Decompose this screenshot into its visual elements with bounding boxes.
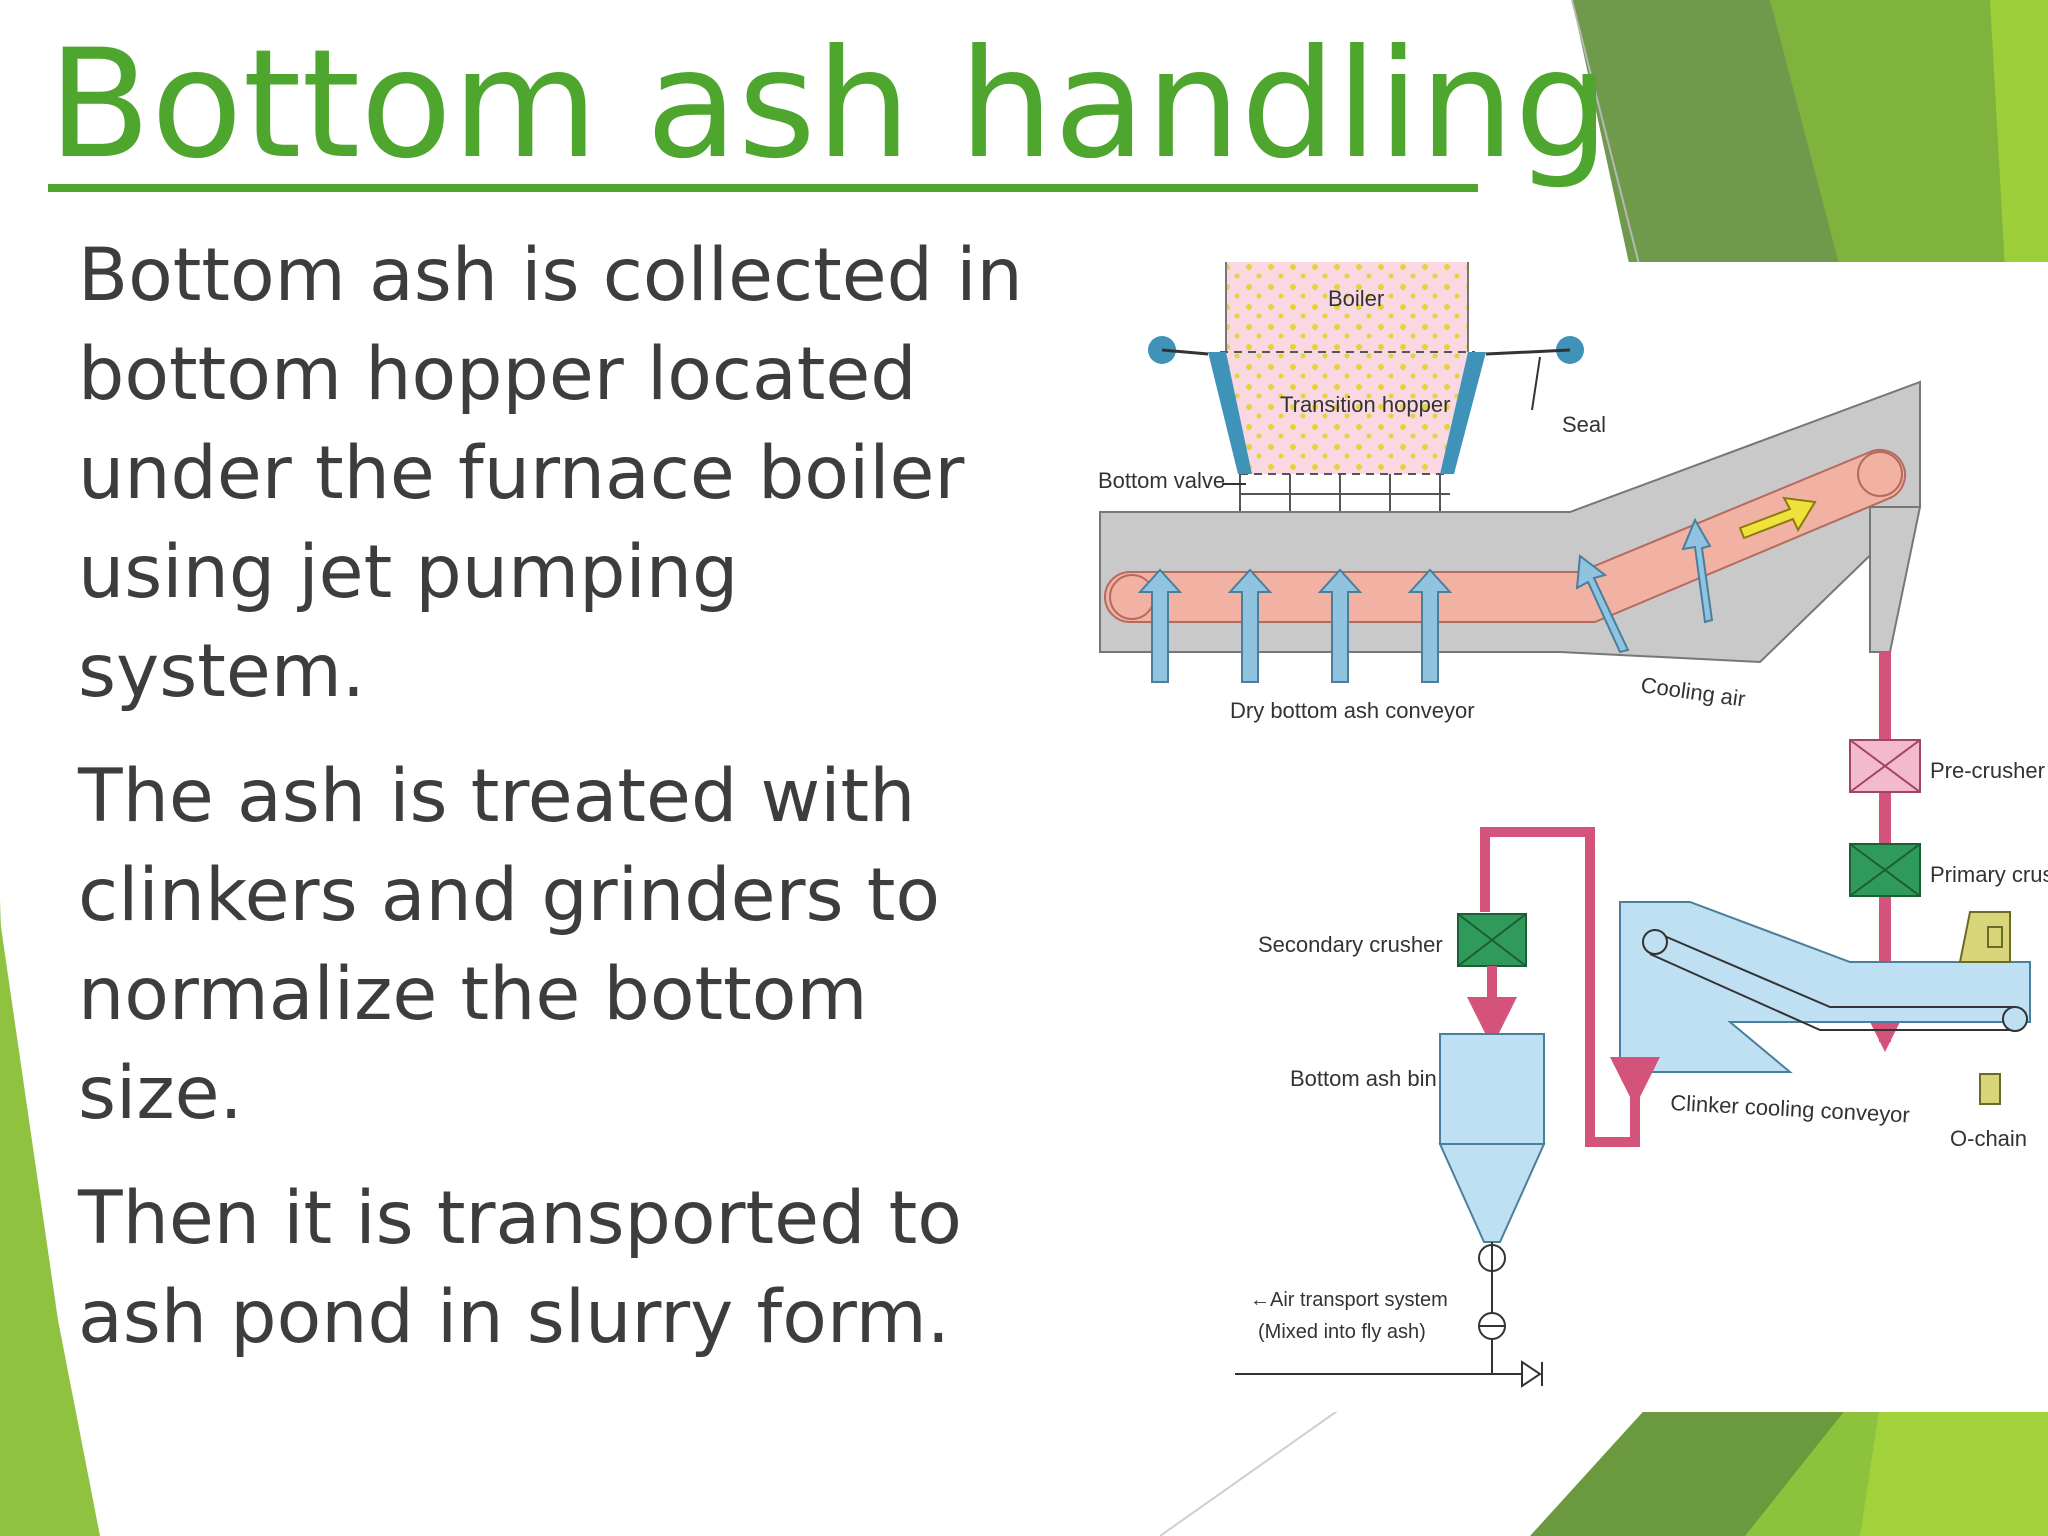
- bottom-ash-bin-label: Bottom ash bin: [1290, 1066, 1437, 1091]
- crusher-icon: [1849, 739, 1921, 793]
- o-chain-label: O-chain: [1950, 1126, 2027, 1151]
- seal-label: Seal: [1562, 412, 1606, 437]
- cooling-air-label: Cooling air: [1639, 672, 1747, 711]
- bottom-line: [1159, 1401, 1351, 1536]
- bottom-valve: [1239, 474, 1450, 512]
- air-transport-label: ←Air transport system: [1250, 1289, 1448, 1311]
- boiler-label: Boiler: [1328, 286, 1384, 311]
- primary-crusher-label: Primary crus: [1930, 862, 2048, 887]
- air-transport-sub-label: (Mixed into fly ash): [1258, 1321, 1426, 1343]
- ash-handling-diagram: Boiler Transition hopper Seal Bottom val…: [1090, 262, 2048, 1412]
- clinker-conveyor: [1619, 901, 2031, 1105]
- title-underline: [48, 184, 1478, 192]
- transition-hopper-label: Transition hopper: [1280, 392, 1450, 417]
- slide-body: Bottom ash is collected in bottom hopper…: [78, 226, 1038, 1393]
- seal-left: [1208, 352, 1252, 474]
- slide-title: Bottom ash handling: [48, 18, 1610, 192]
- bottom-ash-bin: [1438, 1033, 1546, 1243]
- clinker-conveyor-label: Clinker cooling conveyor: [1670, 1090, 1911, 1128]
- paragraph-treatment: The ash is treated with clinkers and gri…: [78, 754, 941, 1136]
- secondary-crusher-label: Secondary crusher: [1258, 932, 1443, 957]
- corner-shape-light: [1770, 0, 2048, 268]
- bottom-valve-label: Bottom valve: [1098, 468, 1225, 493]
- pre-crusher-label: Pre-crusher: [1930, 758, 2045, 783]
- dry-conveyor-belt: [1104, 448, 1907, 623]
- boiler: Boiler: [1225, 262, 1469, 352]
- transfer-pipe: [1480, 827, 1640, 1147]
- secondary-crusher: [1457, 913, 1527, 967]
- dry-conveyor-label: Dry bottom ash conveyor: [1230, 698, 1475, 723]
- flow-direction-arrow-icon: [1738, 496, 1817, 540]
- valve-icon: [1235, 1242, 1543, 1388]
- corner-shape-lime: [1990, 0, 2048, 268]
- corner-line: [1571, 0, 1641, 269]
- bottom-left-strip: [0, 920, 100, 1536]
- paragraph-transport: Then it is transported to ash pond in sl…: [78, 1176, 962, 1360]
- seal-right: [1440, 352, 1486, 474]
- transition-hopper: Transition hopper: [1220, 351, 1475, 475]
- cooling-air-arrow-icon: [1137, 517, 1714, 683]
- bottom-right-shape-lime: [1860, 1404, 2048, 1536]
- primary-crusher: [1849, 843, 1921, 897]
- paragraph-collection: Bottom ash is collected in bottom hopper…: [78, 233, 1023, 714]
